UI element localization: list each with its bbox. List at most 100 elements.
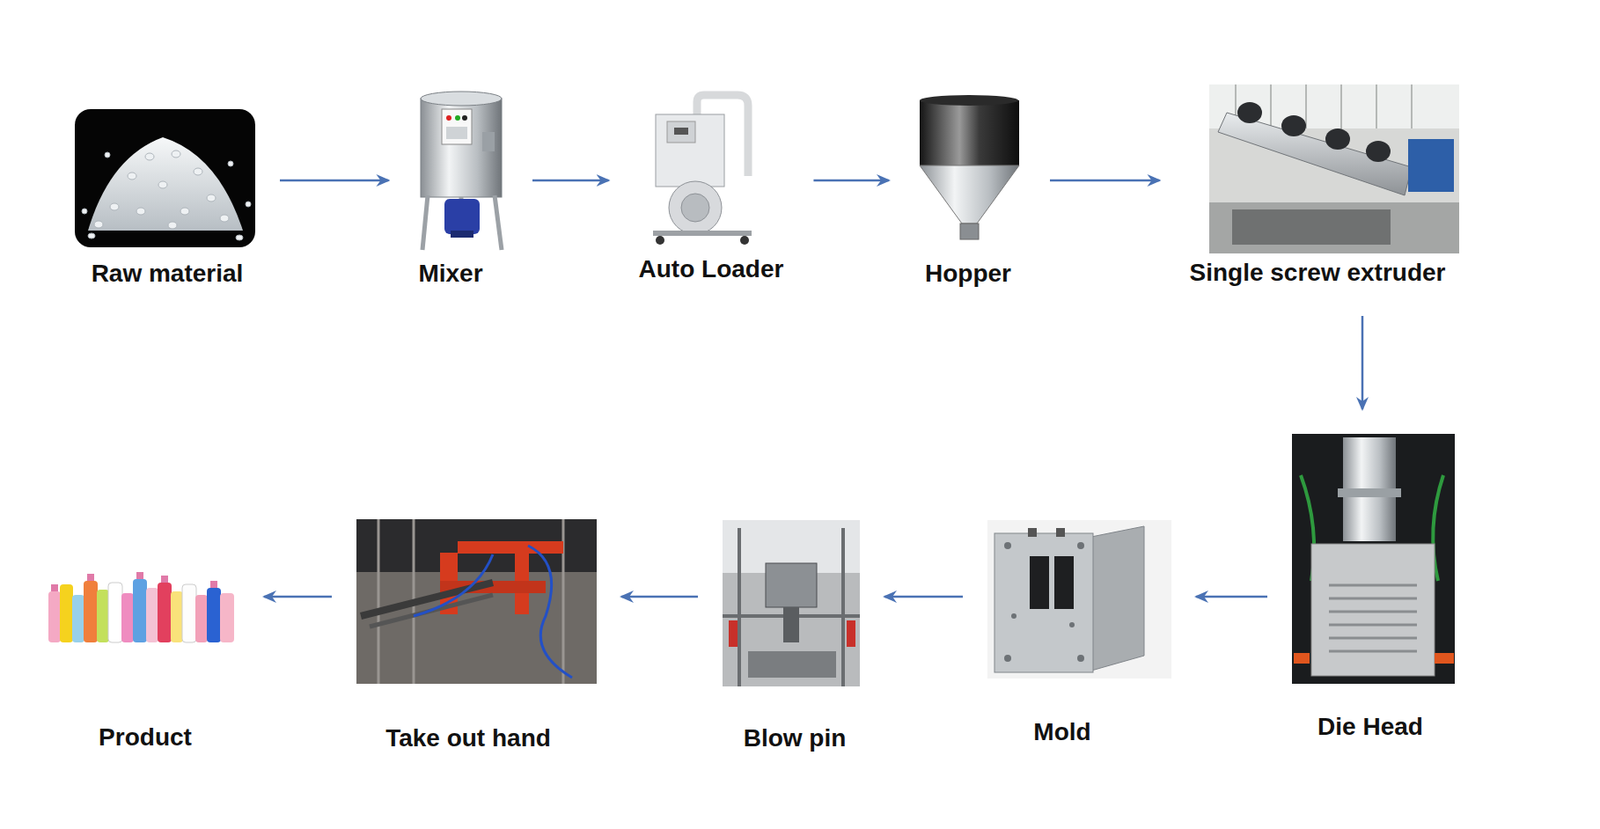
mold-photo: [994, 533, 1094, 673]
mold-photo: [987, 520, 1172, 679]
die-head-photo: [1293, 653, 1310, 664]
mixer-picture: [420, 91, 502, 250]
step-label: Mold: [1033, 717, 1091, 748]
auto-loader-picture: [681, 193, 710, 222]
step-label: Raw material: [91, 258, 244, 289]
hopper-picture: [919, 95, 1020, 240]
hopper-picture: [919, 100, 1020, 166]
die-head-photo: [1328, 623, 1417, 627]
take-out-hand-photo: [528, 545, 573, 678]
extruder-photo: [1340, 84, 1343, 129]
bottles-photo: [182, 584, 197, 643]
pellets-photo: [94, 220, 103, 228]
blow-pin-photo: [748, 651, 837, 678]
mold-photo: [1004, 542, 1012, 550]
extruder-photo: [1375, 84, 1378, 129]
mixer-picture: [420, 98, 502, 198]
flow-arrow: [264, 595, 332, 599]
auto-loader-picture: [674, 127, 689, 135]
take-out-hand-photo: [356, 519, 597, 684]
extruder-photo: [1237, 102, 1263, 124]
flow-arrow: [813, 179, 889, 183]
mold-photo: [1029, 556, 1050, 610]
bottles-photo: [59, 584, 74, 643]
extruder-photo: [1237, 102, 1391, 162]
bottles-photo: [108, 582, 123, 643]
mixer-picture: [420, 91, 502, 106]
pellets-photo: [127, 172, 137, 180]
mixer-picture: [422, 195, 502, 250]
die-head-photo: [1328, 597, 1417, 601]
mixer-picture: [441, 109, 472, 145]
die-head-photo: [1328, 637, 1417, 640]
bottles-photo: [48, 572, 235, 643]
process-step: Take out hand: [356, 519, 597, 757]
blow-pin-photo: [722, 528, 860, 687]
mold-photo: [1027, 528, 1037, 537]
auto-loader-picture: [655, 235, 665, 245]
mixer-picture: [446, 126, 468, 140]
pellets-photo: [145, 153, 155, 161]
bottles-photo: [206, 587, 221, 643]
blow-pin-photo: [722, 520, 860, 687]
blow-pin-photo: [846, 620, 856, 647]
mixer-picture: [446, 115, 452, 121]
take-out-hand-photo: [377, 519, 381, 684]
blow-pin-photo: [783, 607, 800, 643]
process-step: Mixer: [412, 89, 508, 293]
blow-pin-photo: [737, 528, 742, 687]
blow-pin-photo: [728, 620, 738, 647]
step-label: Auto Loader: [638, 254, 785, 285]
flow-arrow: [279, 179, 389, 183]
bottles-photo: [195, 594, 208, 643]
extruder-photo: [1410, 84, 1413, 129]
pellets-photo: [180, 207, 190, 215]
process-step: Hopper: [913, 96, 1026, 293]
flow-arrow: [1049, 179, 1160, 183]
die-head-photo: [1328, 585, 1417, 652]
process-step: Raw material: [74, 109, 256, 293]
pellets-photo: [168, 221, 177, 229]
bottles-photo: [96, 589, 110, 643]
mold-photo: [1011, 613, 1017, 619]
mold-photo: [1077, 542, 1085, 550]
flow-arrow: [884, 595, 963, 599]
bottles-photo: [220, 593, 235, 643]
auto-loader-picture: [655, 114, 725, 187]
hopper-picture: [919, 95, 1019, 106]
pellets-photo: [136, 207, 146, 215]
bottles-photo: [161, 575, 169, 583]
process-step: Auto Loader: [633, 93, 790, 288]
blow-pin-photo: [765, 563, 817, 608]
take-out-hand-photo: [356, 519, 597, 684]
extruder-photo: [1209, 84, 1460, 254]
die-head-photo: [1328, 650, 1417, 654]
step-label: Take out hand: [385, 723, 551, 754]
pellets-photo: [88, 233, 96, 239]
die-head-photo: [1291, 433, 1455, 684]
mixer-picture: [494, 195, 502, 250]
mold-photo: [987, 520, 1172, 679]
mold-photo: [1077, 654, 1085, 662]
mold-photo: [1069, 622, 1075, 628]
hopper-picture: [919, 165, 1020, 224]
pellets-photo: [74, 109, 256, 248]
die-head-photo: [1311, 543, 1435, 676]
pellets-photo: [235, 234, 243, 241]
mold-photo: [1004, 542, 1085, 662]
pellets-photo: [171, 150, 181, 158]
process-step: Mold: [987, 520, 1172, 751]
bottles-photo: [72, 594, 85, 643]
bottles-photo: [87, 573, 95, 581]
pellets-photo: [104, 152, 111, 158]
process-step: Product: [45, 571, 240, 756]
mixer-picture: [444, 198, 480, 235]
bottles-photo: [48, 591, 61, 643]
extruder-photo: [1305, 84, 1307, 129]
pellets-photo: [74, 109, 256, 248]
extruder-photo: [1218, 112, 1412, 196]
bottles-photo: [146, 587, 159, 643]
bottles-photo: [132, 579, 147, 643]
